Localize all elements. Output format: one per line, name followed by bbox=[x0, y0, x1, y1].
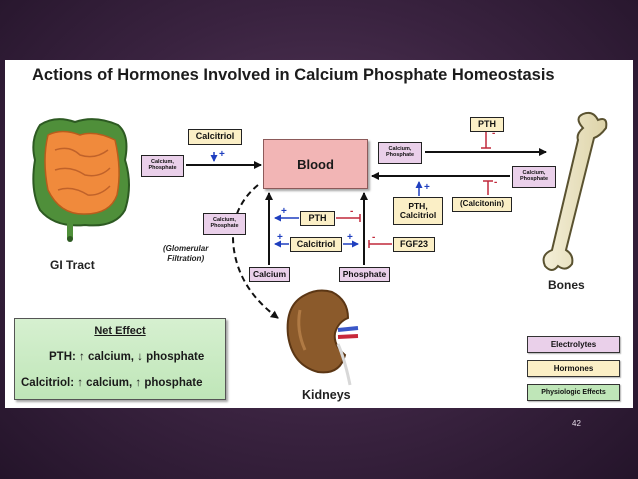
net-effect-title: Net Effect bbox=[94, 325, 146, 337]
calcitonin-box: (Calcitonin) bbox=[452, 197, 512, 212]
gi-tract-label: GI Tract bbox=[50, 258, 95, 272]
kidney-illustration bbox=[286, 289, 359, 386]
phosphate-box: Phosphate bbox=[339, 267, 390, 282]
calcitriol-calcium-stimulate-sign: + bbox=[277, 232, 283, 243]
calcitriol-kidney-box: Calcitriol bbox=[290, 237, 342, 252]
filtration-calcium-phosphate-box: Calcium, Phosphate bbox=[203, 213, 246, 235]
calcitriol-phosphate-stimulate-sign: + bbox=[347, 232, 353, 243]
net-effect-panel: Net Effect PTH: ↑ calcium, ↓ phosphate C… bbox=[14, 318, 226, 400]
pth-calcitriol-box: PTH, Calcitriol bbox=[393, 197, 443, 225]
net-effect-pth-line: PTH: ↑ calcium, ↓ phosphate bbox=[49, 351, 205, 363]
bone-to-blood-calcium-phosphate-box: Calcium, Phosphate bbox=[512, 166, 556, 188]
bone-illustration bbox=[542, 111, 608, 271]
net-effect-calcitriol-line: Calcitriol: ↑ calcium, ↑ phosphate bbox=[21, 377, 203, 389]
pth-kidney-inhibit-sign: - bbox=[350, 206, 354, 217]
legend-physiologic-effects: Physiologic Effects bbox=[527, 384, 620, 401]
pth-kidney-stimulate-sign: + bbox=[281, 206, 287, 217]
diagram-title: Actions of Hormones Involved in Calcium … bbox=[32, 66, 555, 84]
pth-kidney-box: PTH bbox=[300, 211, 335, 226]
kidneys-label: Kidneys bbox=[302, 388, 351, 402]
fgf23-box: FGF23 bbox=[393, 237, 435, 252]
gi-calcium-phosphate-box: Calcium, Phosphate bbox=[141, 155, 184, 177]
pth-bone-inhibit-sign: - bbox=[492, 128, 496, 139]
calcitonin-inhibit-sign: - bbox=[494, 177, 498, 188]
pth-bone-box: PTH bbox=[470, 117, 504, 132]
gi-tract-illustration bbox=[32, 118, 130, 242]
page-number: 42 bbox=[572, 419, 581, 428]
fgf23-inhibit-sign: - bbox=[372, 232, 376, 243]
legend-electrolytes: Electrolytes bbox=[527, 336, 620, 353]
blood-box: Blood bbox=[263, 139, 368, 189]
calcitriol-gi-box: Calcitriol bbox=[188, 129, 242, 145]
blood-to-bone-calcium-phosphate-box: Calcium, Phosphate bbox=[378, 142, 422, 164]
glomerular-filtration-label: (Glomerular Filtration) bbox=[163, 244, 209, 263]
calcitriol-gi-stimulate-sign: + bbox=[219, 149, 225, 160]
pth-calcitriol-stimulate-sign: + bbox=[424, 182, 430, 193]
legend-hormones: Hormones bbox=[527, 360, 620, 377]
bones-label: Bones bbox=[548, 278, 585, 292]
calcium-box: Calcium bbox=[249, 267, 290, 282]
